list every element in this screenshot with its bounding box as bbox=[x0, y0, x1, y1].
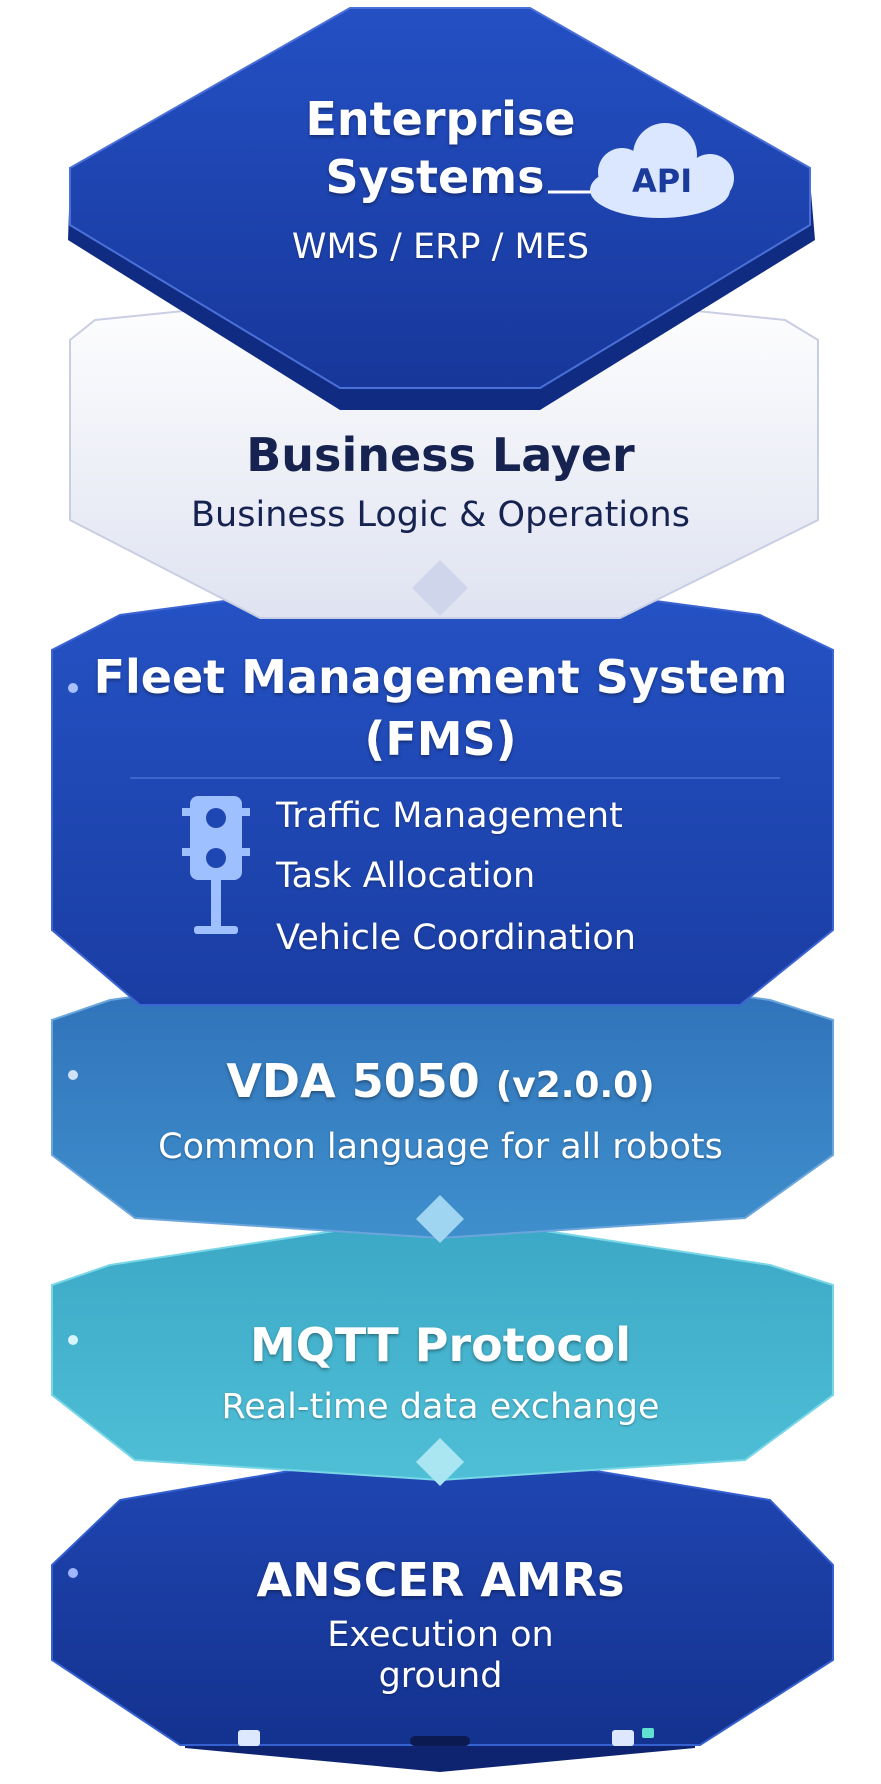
amr-title: ANSCER AMRs bbox=[256, 1553, 625, 1607]
vda-title: VDA 5050 (v2.0.0) bbox=[226, 1054, 655, 1108]
business-subtitle: Business Logic & Operations bbox=[191, 495, 690, 535]
enterprise-subtitle: WMS / ERP / MES bbox=[291, 227, 590, 267]
enterprise-title: Enterprise bbox=[305, 92, 576, 146]
fms-item-traffic: Traffic Management bbox=[276, 796, 623, 836]
mqtt-layer-shape bbox=[51, 1213, 834, 1486]
vda-connector-diamond bbox=[416, 1195, 464, 1243]
enterprise-layer-shape bbox=[68, 7, 815, 410]
enterprise-title-line2: Systems bbox=[325, 150, 545, 204]
vda-layer-shape bbox=[51, 953, 834, 1243]
fms-item-vehicle: Vehicle Coordination bbox=[276, 918, 636, 958]
business-connector-diamond bbox=[412, 560, 468, 616]
amr-light-left bbox=[238, 1730, 260, 1746]
vda-subtitle: Common language for all robots bbox=[158, 1127, 723, 1167]
amr-subtitle-line2: ground bbox=[378, 1656, 503, 1696]
mqtt-subtitle: Real-time data exchange bbox=[221, 1387, 660, 1427]
amr-light-right bbox=[612, 1730, 634, 1746]
traffic-light-icon bbox=[182, 796, 250, 934]
cloud-icon bbox=[548, 123, 734, 218]
fms-title: Fleet Management System bbox=[93, 650, 788, 704]
amr-slot bbox=[410, 1736, 470, 1746]
mqtt-connector-diamond bbox=[416, 1438, 464, 1486]
vda-version: (v2.0.0) bbox=[495, 1065, 655, 1106]
amr-status-led bbox=[642, 1728, 654, 1738]
api-label: API bbox=[632, 162, 693, 200]
amr-subtitle-line1: Execution on bbox=[327, 1615, 554, 1655]
mqtt-title: MQTT Protocol bbox=[250, 1318, 631, 1372]
fms-title-line2: (FMS) bbox=[364, 712, 517, 766]
amr-layer-shape bbox=[51, 1443, 834, 1772]
business-layer-shape bbox=[69, 283, 819, 619]
fms-item-task: Task Allocation bbox=[276, 856, 536, 896]
business-title: Business Layer bbox=[246, 428, 635, 482]
